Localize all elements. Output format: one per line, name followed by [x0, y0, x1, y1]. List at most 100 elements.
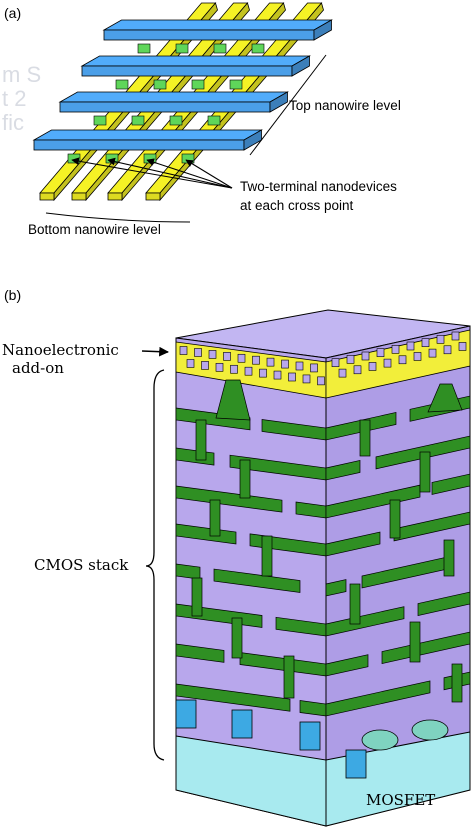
panel-a: (a) m S t 2 fic Top nanowire level Two-t… — [2, 2, 401, 237]
panel-b-tag: (b) — [4, 287, 21, 303]
nanodevice — [229, 79, 243, 90]
addon-label-line1: Nanoelectronic — [2, 341, 119, 359]
interconnect-bar — [325, 606, 405, 637]
panel-b: (b) Nanoelectronic add-on CMOS stack MOS… — [2, 287, 471, 827]
devices-label-line1: Two-terminal nanodevices — [240, 179, 397, 194]
bottom-level-bracket — [45, 212, 191, 223]
mosfet-wells — [175, 699, 449, 779]
nanodevice — [207, 115, 221, 126]
bottom-nanowire-end — [39, 192, 55, 201]
addon-cell — [338, 368, 347, 378]
interconnect-bar — [431, 473, 471, 495]
arrow — [185, 159, 233, 189]
top-nanowire-front — [33, 139, 245, 151]
mosfet-label: MOSFET — [366, 791, 435, 809]
addon-cell — [317, 376, 325, 386]
nanodevice — [137, 43, 151, 54]
addon-cell — [413, 352, 422, 361]
top-nanowire — [80, 55, 312, 67]
addon-cell — [281, 359, 289, 369]
arrow — [107, 157, 233, 189]
top-nanowire — [58, 91, 290, 103]
addon-cell — [331, 358, 340, 367]
top-nanowire-front — [59, 101, 271, 113]
interconnect-bar — [325, 680, 431, 717]
addon-cell — [223, 352, 231, 361]
nanodevice — [213, 43, 227, 54]
addon-cell — [273, 370, 282, 380]
top-nanowire-end — [291, 55, 310, 77]
addon-cell — [244, 366, 253, 376]
watermark-line: t 2 — [2, 86, 26, 111]
addon-cell — [406, 341, 415, 351]
addon-cell — [391, 345, 400, 354]
addon-cell — [259, 368, 267, 378]
addon-label-line2: add-on — [12, 359, 64, 377]
addon-connector — [427, 383, 463, 413]
addon-cell — [428, 348, 437, 358]
interconnect-bar — [325, 579, 347, 597]
arrow — [146, 158, 233, 189]
interconnect-bar — [417, 591, 471, 616]
devices-label-line2: at each cross point — [240, 198, 354, 213]
nanodevice — [175, 43, 189, 54]
nanodevice — [115, 79, 129, 90]
interconnect-bar — [325, 531, 381, 557]
nanodevice — [191, 79, 205, 90]
arrow — [71, 157, 233, 189]
addon-cell — [179, 346, 188, 355]
addon-cell — [443, 345, 452, 355]
addon-cell — [421, 338, 430, 347]
via — [443, 539, 455, 577]
addon-cell — [201, 361, 209, 370]
interconnect-bar — [381, 631, 471, 664]
addon-cell — [361, 351, 370, 361]
addon-cell — [295, 361, 304, 371]
addon-cell — [302, 374, 311, 384]
top-nanowire — [32, 129, 264, 141]
nanodevice — [251, 43, 265, 54]
via — [283, 655, 295, 699]
interconnect-bar — [213, 568, 301, 593]
bottom-nanowire-end — [145, 192, 161, 201]
via — [195, 419, 207, 461]
mosfet-channel — [411, 719, 449, 741]
watermark-line: fic — [2, 110, 24, 135]
mosfet-well — [231, 709, 253, 739]
nanodevice — [67, 153, 81, 164]
cmos-interconnect — [175, 379, 471, 717]
addon-cell — [194, 348, 202, 357]
top-nanowires — [32, 19, 334, 164]
via — [419, 451, 431, 493]
via — [261, 535, 273, 577]
cross-point-arrows — [71, 157, 233, 189]
mosfet-well — [175, 699, 197, 729]
addon-cell — [252, 355, 260, 365]
cmos-stack-brace — [145, 369, 165, 761]
top-nanowire-end — [313, 19, 332, 41]
addon-cell — [353, 365, 362, 375]
top-nanowire — [102, 19, 334, 31]
via — [191, 577, 203, 617]
addon-arrow — [141, 346, 169, 357]
addon-cell — [310, 363, 318, 373]
top-level-bracket — [249, 54, 327, 156]
interconnect-bar — [175, 683, 291, 712]
watermark-line: m S — [2, 62, 41, 87]
panel-a-tag: (a) — [4, 5, 21, 21]
nanodevice — [143, 153, 157, 164]
via — [209, 499, 221, 537]
nanodevice — [169, 115, 183, 126]
via — [409, 621, 421, 663]
addon-cell — [186, 359, 195, 368]
addon-cell — [451, 331, 460, 341]
addon-cell — [237, 353, 246, 363]
addon-cell — [266, 357, 275, 367]
nanodevice — [131, 115, 145, 126]
interconnect-bar — [175, 643, 225, 663]
via — [231, 617, 243, 659]
addon-cell — [208, 350, 217, 359]
bottom-nanowire-label: Bottom nanowire level — [28, 222, 161, 237]
interconnect-bar — [325, 654, 369, 677]
